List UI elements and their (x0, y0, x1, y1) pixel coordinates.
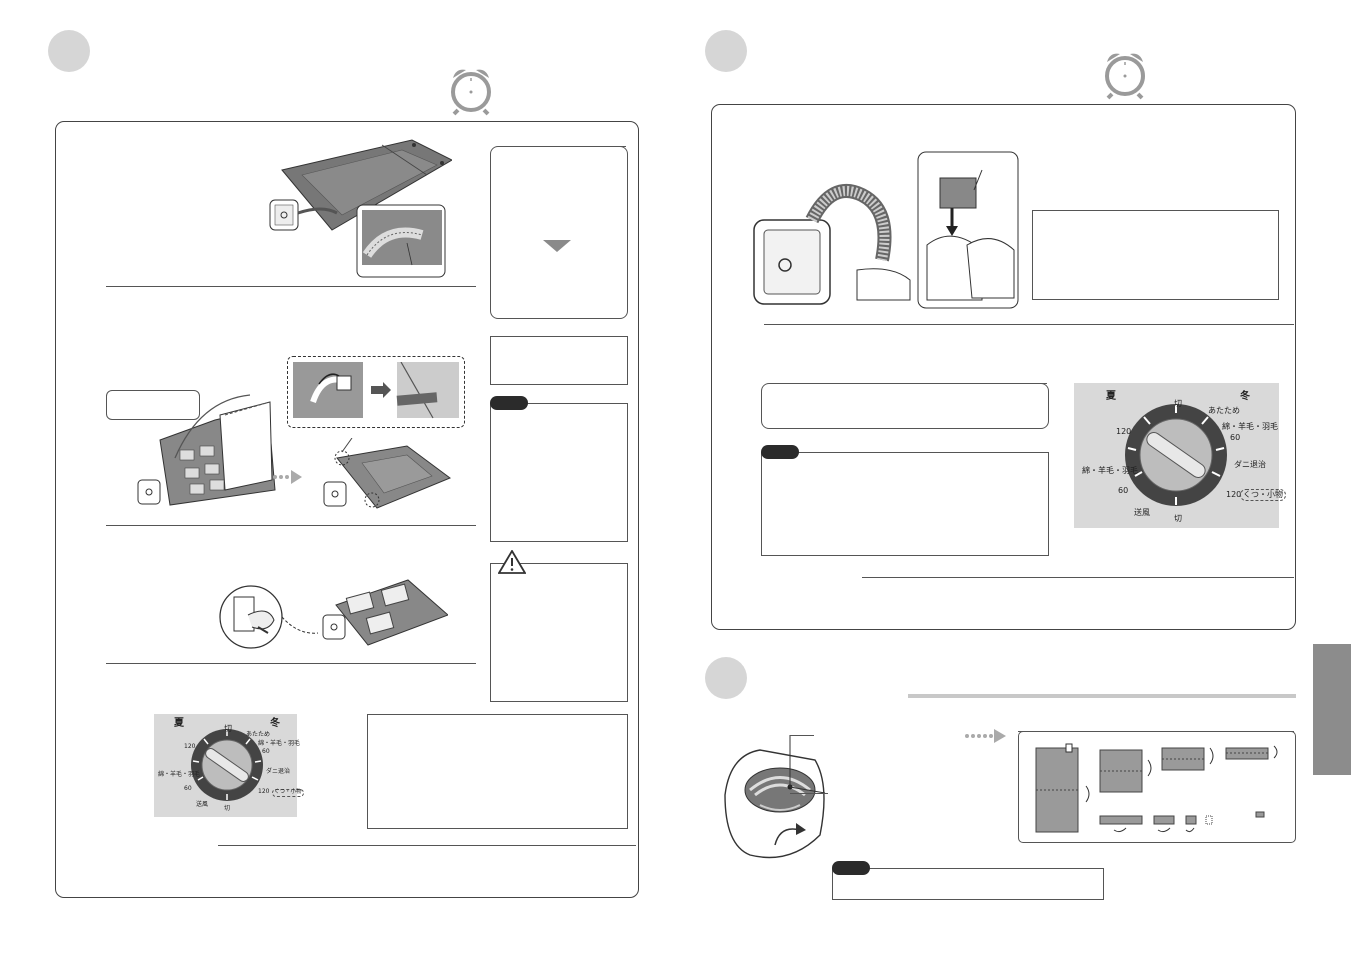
alarm-clock-icon (1105, 53, 1145, 100)
info-box-right-mid (761, 383, 1049, 429)
dial-atatame: あたため (1208, 406, 1240, 415)
dial-off-top: 切 (1174, 399, 1182, 408)
info-box-1-tab (576, 146, 626, 147)
dial-dani: ダニ退治 (266, 768, 291, 775)
caution-box-tab (576, 563, 626, 564)
folding-steps-illustration (1035, 743, 1278, 833)
timer-dial-panel-large: 夏 冬 切 あたため 綿・羊毛・羽毛 60 ダニ退治 120 くつ・小物 120… (1074, 383, 1286, 528)
dial-soufuu: 送風 (196, 801, 209, 808)
detail-dashed-box (287, 356, 465, 428)
caution-box-left (490, 563, 628, 702)
timer-dial-panel: 夏 冬 切 あたため 綿・羊毛・羽毛 60 ダニ退治 120 くつ・小物 120… (154, 714, 304, 817)
arrow-down-icon (543, 240, 571, 252)
memo-badge (832, 861, 870, 875)
leader-line (790, 735, 814, 736)
dial-off-top: 切 (224, 724, 232, 733)
dial-kutsu: くつ・小物 (272, 789, 304, 797)
divider (218, 845, 636, 846)
divider (106, 286, 476, 287)
dial-sixty-left: 60 (1118, 486, 1129, 495)
divider (862, 577, 1294, 578)
timer-dial-knob[interactable] (1124, 403, 1228, 507)
dial-120-right: 120 (258, 788, 270, 795)
warning-icon (498, 550, 526, 574)
step-circle-right-bottom (705, 657, 747, 699)
strap-detail-illustration (293, 362, 459, 419)
dial-sixty-right: 60 (1230, 433, 1241, 442)
alarm-clock-icon (451, 69, 491, 116)
memo-box-storage (832, 868, 1104, 900)
dial-120-left: 120 (184, 743, 196, 750)
dial-atatame: あたため (246, 731, 271, 738)
note-box-left-bottom (367, 714, 628, 829)
mat-hose-illustration (269, 139, 452, 278)
divider (764, 324, 1294, 325)
dial-sixty-right: 60 (262, 748, 270, 755)
memo-badge (761, 445, 799, 459)
folding-steps-tab-right (1258, 731, 1294, 732)
note-box-left-tab (456, 714, 626, 715)
step-circle-right-top (705, 30, 747, 72)
dial-soufuu: 送風 (1134, 508, 1150, 517)
folded-mat-illustration (323, 438, 452, 509)
note-box-right-top-tab (1170, 210, 1277, 211)
callout-bubble (106, 390, 200, 420)
arrow-right-icon (273, 470, 302, 484)
info-box-right-mid-tab (845, 383, 1047, 384)
dial-off-bottom: 切 (1174, 514, 1182, 523)
dial-summer-label: 夏 (1106, 391, 1116, 402)
memo-box-right (761, 452, 1049, 556)
dial-summer-label: 夏 (174, 718, 184, 729)
dial-off-bottom: 切 (224, 805, 231, 812)
folding-steps-tab-left (1018, 731, 1062, 732)
chapter-side-tab (1313, 644, 1351, 775)
dial-kutsu: くつ・小物 (1240, 489, 1286, 501)
dial-wool-right: 綿・羊毛・羽毛 (258, 740, 301, 747)
dial-winter-label: 冬 (270, 718, 280, 729)
memo-badge (490, 396, 528, 410)
memo-box-right-tab (799, 452, 1047, 453)
info-box-2-tab (588, 336, 626, 337)
dial-120-right: 120 (1226, 490, 1242, 499)
dial-sixty-left: 60 (184, 785, 192, 792)
dial-winter-label: 冬 (1240, 391, 1250, 402)
timer-dial-knob[interactable] (190, 728, 264, 802)
note-box-right-top (1032, 210, 1279, 300)
dial-wool-left: 綿・羊毛・羽毛 (158, 771, 201, 778)
divider (106, 663, 476, 664)
dial-dani: ダニ退治 (1234, 460, 1266, 469)
plug-in-illustration (219, 579, 448, 649)
memo-box-left (490, 403, 628, 542)
section-underline (908, 694, 1296, 698)
info-box-1 (490, 146, 628, 319)
dial-120-left: 120 (1116, 427, 1132, 436)
bedding-mat-illustration (137, 394, 276, 506)
storage-bag-illustration (724, 735, 826, 859)
dial-wool-right: 綿・羊毛・羽毛 (1222, 422, 1278, 431)
arrow-right-icon (965, 729, 1006, 743)
shoe-dryer-illustration (753, 151, 1019, 309)
leader-line (790, 793, 828, 794)
info-box-2 (490, 336, 628, 385)
step-circle-left (48, 30, 90, 72)
dial-wool-left: 綿・羊毛・羽毛 (1082, 466, 1138, 475)
divider (106, 525, 476, 526)
